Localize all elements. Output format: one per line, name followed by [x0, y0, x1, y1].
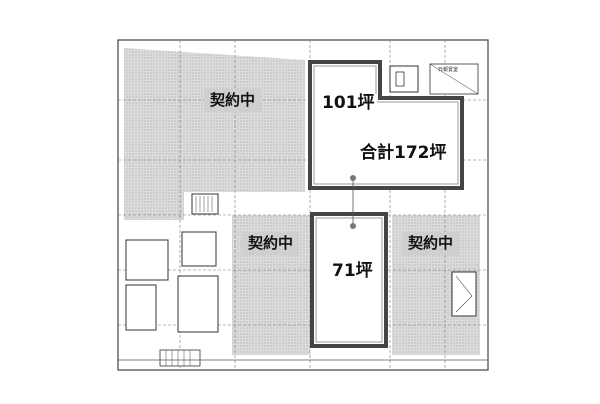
- stair-left: [191, 193, 219, 215]
- small-hatched-left: [124, 190, 184, 220]
- contracted-zone-top-left: [124, 48, 305, 192]
- room-left-2: [181, 231, 217, 267]
- connector-dot-top: [350, 175, 356, 181]
- contract-label-right: 契約中: [402, 232, 460, 255]
- stair-right: [451, 271, 477, 317]
- room-left-3: [177, 275, 219, 333]
- unit-71-label: 71坪: [330, 261, 375, 281]
- total-area-label: 合計172坪: [358, 143, 449, 163]
- top-right-room-label: 日報置室: [438, 67, 459, 73]
- connector-dot-bottom: [350, 223, 356, 229]
- contract-label-center-left: 契約中: [242, 232, 300, 255]
- contract-label-top-left: 契約中: [204, 89, 262, 112]
- room-left-4: [125, 284, 157, 331]
- unit-101-label: 101坪: [320, 93, 377, 113]
- room-left-1: [125, 239, 169, 281]
